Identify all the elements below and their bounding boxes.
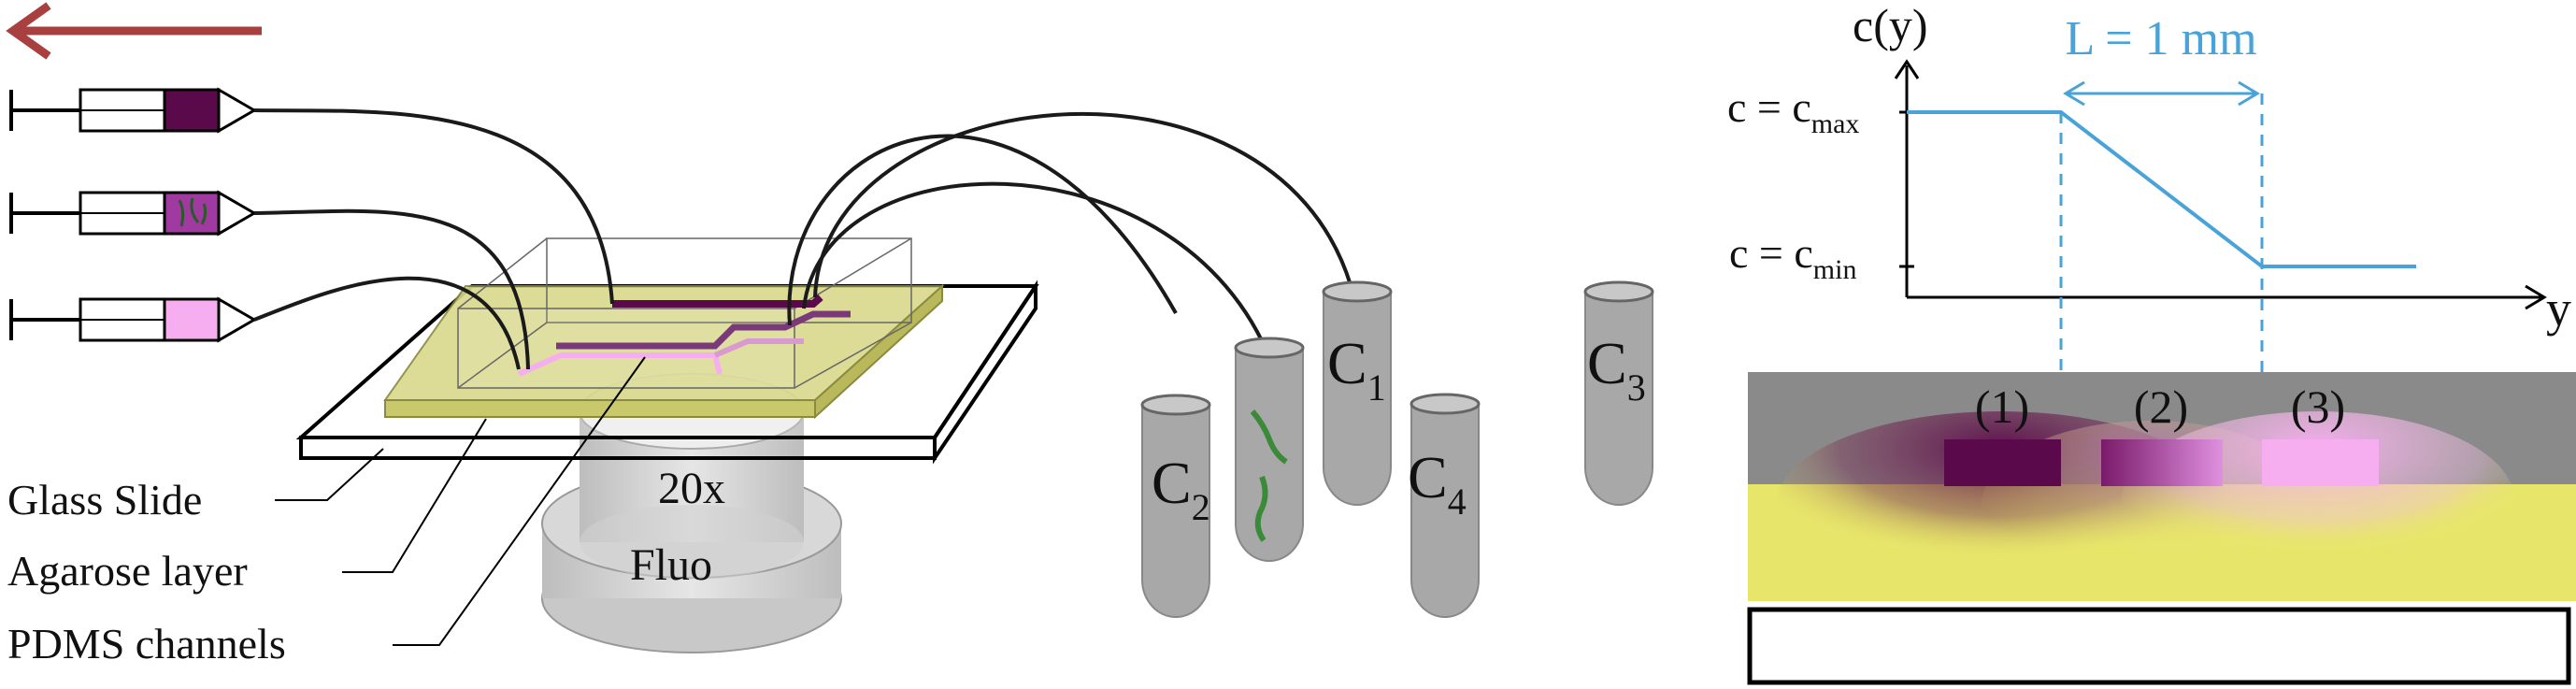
glass-slide-label: Glass Slide	[7, 476, 202, 524]
syringe-2	[9, 190, 257, 237]
tube-c1: C1	[1322, 280, 1393, 506]
tube-c4-label: C4	[1408, 444, 1467, 523]
length-label: L = 1 mm	[2065, 12, 2256, 65]
concentration-graph: c(y) y c = cmax c = cmin L = 1 mm	[1727, 0, 2571, 477]
tube-c4: C4	[1408, 393, 1481, 618]
agarose-layer-label-group: Agarose layer	[7, 418, 487, 595]
pdms-channels-label: PDMS channels	[7, 620, 286, 667]
tube-c3-label: C3	[1587, 330, 1646, 409]
channel-2	[2101, 439, 2223, 486]
pdms-channel-network	[517, 294, 851, 377]
tube-c2: C2	[1140, 394, 1211, 618]
graph-y-label: c(y)	[1853, 0, 1928, 51]
tube-c3: C3	[1583, 280, 1654, 506]
syringe-1	[9, 87, 257, 134]
tube-c2-label: C2	[1152, 450, 1210, 528]
agarose-layer-label: Agarose layer	[7, 547, 248, 595]
tubing	[253, 108, 1352, 370]
concentration-profile-line	[1907, 110, 2416, 268]
device-cross-section: (1) (2) (3)	[1747, 372, 2576, 685]
cmin-label: c = cmin	[1729, 229, 1856, 285]
channel-3	[2262, 439, 2379, 486]
glass-slide-label-group: Glass Slide	[7, 448, 384, 524]
objective-magnification: 20x	[658, 464, 725, 513]
syringe-3	[9, 296, 257, 343]
channel-1-label: (1)	[1975, 380, 2029, 433]
pdms-channels-label-group: PDMS channels	[7, 356, 646, 667]
channel-3-label: (3)	[2291, 380, 2345, 433]
tube-c1-label: C1	[1327, 330, 1386, 409]
tube-c-worms	[1234, 337, 1305, 562]
channel-2-label: (2)	[2134, 380, 2188, 433]
glass-slide-cross-section	[1747, 607, 2571, 685]
channel-1	[1944, 439, 2061, 486]
cmax-label: c = cmax	[1727, 83, 1859, 139]
flow-direction-arrow	[6, 2, 262, 60]
graph-x-label: y	[2546, 280, 2571, 337]
objective-mode: Fluo	[630, 540, 712, 590]
